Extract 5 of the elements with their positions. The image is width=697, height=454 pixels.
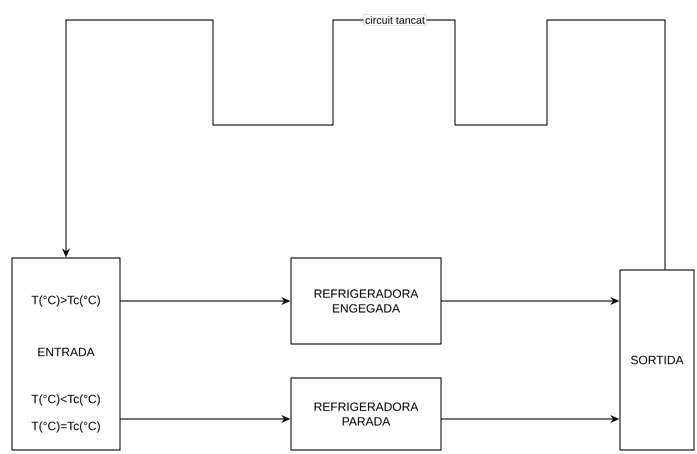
process-box: SORTIDA xyxy=(620,270,694,450)
edge-label: circuit tancat xyxy=(363,14,427,26)
process-box: REFRIGERADORA ENGEGADA xyxy=(290,258,442,344)
process-box: REFRIGERADORA PARADA xyxy=(290,378,442,450)
input-box: T(°C)>Tc(°C) ENTRADA T(°C)<Tc(°C) T(°C)=Tc(°C) xyxy=(12,258,120,450)
